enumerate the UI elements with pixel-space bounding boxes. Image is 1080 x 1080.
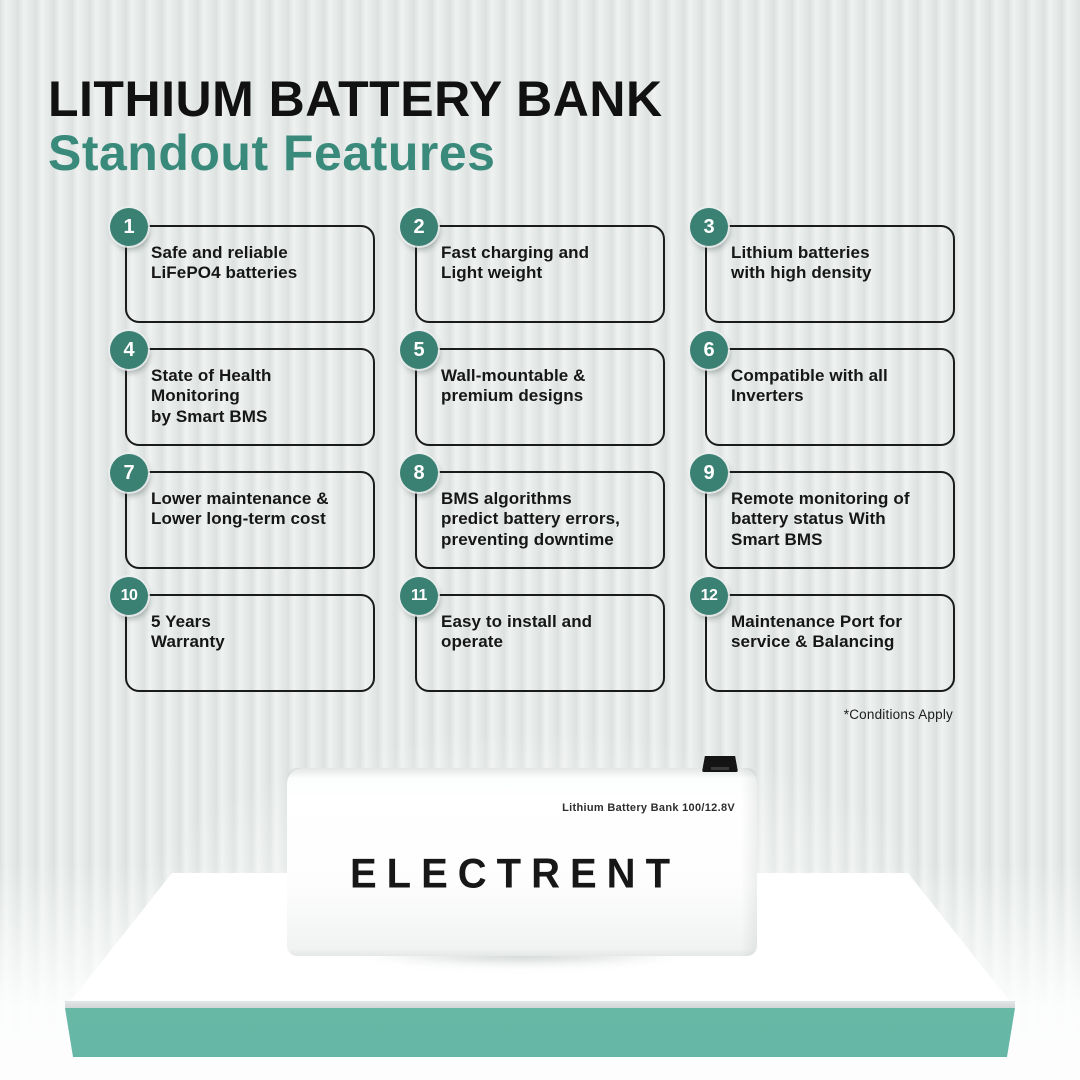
feature-number-badge: 1 [110,208,148,246]
feature-text: Remote monitoring of battery status With… [731,489,910,549]
feature-text: Fast charging and Light weight [441,243,590,283]
feature-card-5: 5 Wall-mountable & premium designs [400,331,665,446]
conditions-apply-note: *Conditions Apply [843,707,953,722]
feature-text: 5 Years Warranty [151,612,225,652]
feature-text: Lower maintenance & Lower long-term cost [151,489,329,529]
battery-model-label: Lithium Battery Bank 100/12.8V [562,802,735,814]
feature-text: BMS algorithms predict battery errors, p… [441,489,620,549]
feature-card-3: 3 Lithium batteries with high density [690,208,955,323]
feature-number-badge: 3 [690,208,728,246]
feature-number-badge: 2 [400,208,438,246]
feature-number-badge: 6 [690,331,728,369]
feature-card-8: 8 BMS algorithms predict battery errors,… [400,454,665,569]
feature-text: Maintenance Port for service & Balancing [731,612,903,652]
podium-front-lip [65,1001,1015,1008]
feature-text: Compatible with all Inverters [731,366,888,406]
header: LITHIUM BATTERY BANK Standout Features [48,72,663,180]
feature-number-badge: 10 [110,577,148,615]
feature-number-badge: 4 [110,331,148,369]
feature-text: Lithium batteries with high density [731,243,872,283]
features-grid: 1 Safe and reliable LiFePO4 batteries 2 … [110,208,955,692]
feature-text: Wall-mountable & premium designs [441,366,586,406]
feature-number-badge: 12 [690,577,728,615]
feature-card-7: 7 Lower maintenance & Lower long-term co… [110,454,375,569]
page-title: LITHIUM BATTERY BANK [48,71,663,127]
battery-terminal-icon [702,756,738,772]
feature-card-2: 2 Fast charging and Light weight [400,208,665,323]
feature-card-1: 1 Safe and reliable LiFePO4 batteries [110,208,375,323]
feature-number-badge: 7 [110,454,148,492]
battery-product-render: Lithium Battery Bank 100/12.8V ELECTRENT [287,756,757,956]
feature-card-9: 9 Remote monitoring of battery status Wi… [690,454,955,569]
page-subtitle: Standout Features [48,125,496,181]
brand-logo: ELECTRENT [350,851,680,897]
feature-card-11: 11 Easy to install and operate [400,577,665,692]
feature-card-10: 10 5 Years Warranty [110,577,375,692]
feature-text: State of Health Monitoring by Smart BMS [151,366,272,426]
feature-number-badge: 9 [690,454,728,492]
feature-card-6: 6 Compatible with all Inverters [690,331,955,446]
feature-number-badge: 8 [400,454,438,492]
feature-card-12: 12 Maintenance Port for service & Balanc… [690,577,955,692]
feature-number-badge: 11 [400,577,438,615]
feature-number-badge: 5 [400,331,438,369]
feature-card-4: 4 State of Health Monitoring by Smart BM… [110,331,375,446]
feature-text: Easy to install and operate [441,612,593,652]
feature-text: Safe and reliable LiFePO4 batteries [151,243,298,283]
